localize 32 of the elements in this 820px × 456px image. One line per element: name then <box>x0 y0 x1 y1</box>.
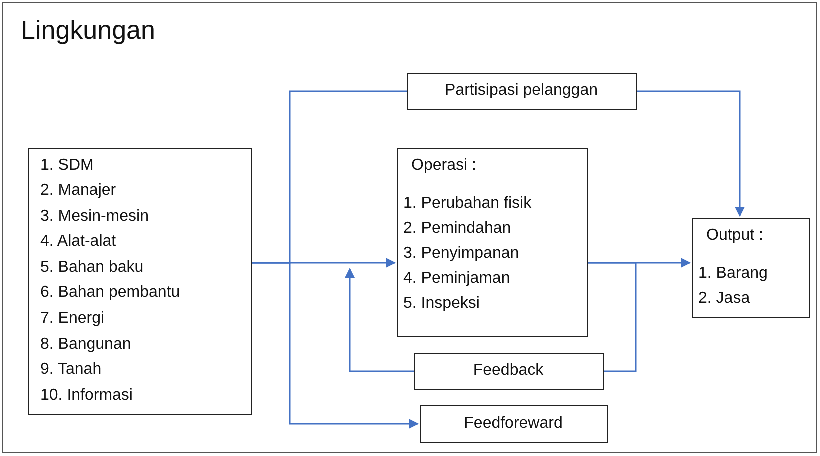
box-label: Feedback <box>473 361 544 381</box>
connector-arrow <box>345 268 414 372</box>
list-item: 4. Peminjaman <box>404 268 512 288</box>
list-item: 2. Pemindahan <box>404 218 512 238</box>
box-heading: Operasi : <box>410 156 478 176</box>
list-item: 4. Alat-alat <box>40 232 118 252</box>
process-box <box>406 72 636 110</box>
list-item: 6. Bahan pembantu <box>40 283 182 304</box>
list-item: 5. Inspeksi <box>404 294 481 314</box>
list-item: 3. Penyimpanan <box>404 244 520 264</box>
list-item: 9. Tanah <box>40 360 103 380</box>
process-box <box>420 404 608 442</box>
list-item: 1. Perubahan fisik <box>404 194 533 214</box>
input-box <box>28 148 252 414</box>
box-label: Feedforeward <box>464 414 563 434</box>
list-item: 2. Jasa <box>698 288 752 308</box>
connector-arrow <box>637 90 745 217</box>
list-item: 1. Barang <box>698 264 769 284</box>
diagram-heading: Lingkungan <box>21 17 156 43</box>
list-item: 2. Manajer <box>40 181 118 202</box>
list-item: 5. Bahan baku <box>40 258 145 278</box>
process-box <box>414 352 604 390</box>
list-item: 3. Mesin-mesin <box>40 206 150 227</box>
connector-arrow <box>252 262 419 429</box>
list-item: 1. SDM <box>40 156 95 176</box>
list-item: 7. Energi <box>40 309 106 330</box>
process-box <box>396 148 588 336</box>
process-box <box>692 218 810 318</box>
box-heading: Output : <box>706 226 764 246</box>
list-item: 10. Informasi <box>40 386 134 406</box>
box-label: Partisipasi pelanggan <box>445 81 598 101</box>
list-item: 8. Bangunan <box>40 334 132 355</box>
